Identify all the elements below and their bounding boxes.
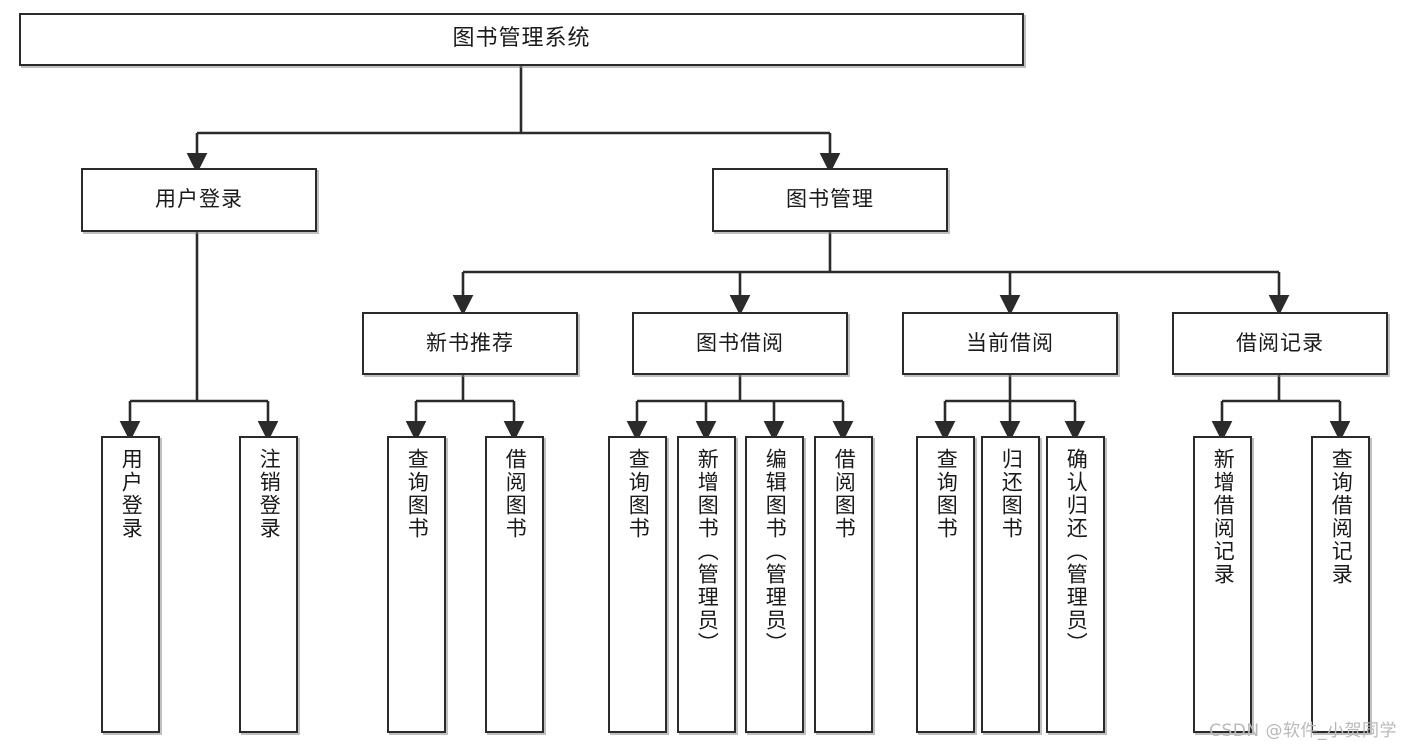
node-leaf-confirm-return[interactable]: 确认归还（管理员） bbox=[1046, 436, 1105, 733]
node-label: 编辑图书（管理员） bbox=[763, 448, 788, 655]
node-leaf-borrow-book-2[interactable]: 借阅图书 bbox=[814, 436, 873, 733]
node-leaf-query-book-2[interactable]: 查询图书 bbox=[608, 436, 667, 733]
node-book-borrow[interactable]: 图书借阅 bbox=[632, 312, 848, 375]
node-leaf-return-book[interactable]: 归还图书 bbox=[981, 436, 1040, 733]
node-leaf-add-borrow-record[interactable]: 新增借阅记录 bbox=[1193, 436, 1252, 733]
node-book-management[interactable]: 图书管理 bbox=[712, 168, 948, 232]
node-leaf-query-book-1[interactable]: 查询图书 bbox=[387, 436, 446, 733]
node-label: 用户登录 bbox=[119, 448, 144, 540]
node-leaf-logout[interactable]: 注销登录 bbox=[239, 436, 298, 733]
node-user-login[interactable]: 用户登录 bbox=[81, 168, 317, 232]
node-label: 新增图书（管理员） bbox=[695, 448, 720, 655]
node-label: 确认归还（管理员） bbox=[1064, 448, 1089, 655]
node-label: 查询图书 bbox=[405, 448, 430, 540]
node-label: 查询图书 bbox=[626, 448, 651, 540]
node-new-book-recommend[interactable]: 新书推荐 bbox=[362, 312, 578, 375]
node-leaf-query-borrow-record[interactable]: 查询借阅记录 bbox=[1311, 436, 1370, 733]
node-leaf-edit-book[interactable]: 编辑图书（管理员） bbox=[745, 436, 804, 733]
node-leaf-query-book-3[interactable]: 查询图书 bbox=[916, 436, 975, 733]
node-label: 查询图书 bbox=[934, 448, 959, 540]
node-label: 归还图书 bbox=[999, 448, 1024, 540]
node-label: 借阅图书 bbox=[503, 448, 528, 540]
node-borrow-record[interactable]: 借阅记录 bbox=[1172, 312, 1388, 375]
node-current-borrow[interactable]: 当前借阅 bbox=[902, 312, 1118, 375]
node-root-book-management-system[interactable]: 图书管理系统 bbox=[19, 13, 1024, 66]
node-label: 新书推荐 bbox=[426, 330, 514, 355]
node-label: 图书管理 bbox=[786, 187, 874, 212]
node-label: 借阅记录 bbox=[1236, 330, 1324, 355]
node-label: 图书管理系统 bbox=[452, 26, 591, 52]
node-label: 注销登录 bbox=[257, 448, 282, 540]
node-label: 用户登录 bbox=[155, 187, 243, 212]
node-leaf-add-book[interactable]: 新增图书（管理员） bbox=[677, 436, 736, 733]
node-label: 新增借阅记录 bbox=[1211, 448, 1236, 586]
node-label: 借阅图书 bbox=[832, 448, 857, 540]
node-label: 查询借阅记录 bbox=[1329, 448, 1354, 586]
node-label: 图书借阅 bbox=[696, 330, 784, 355]
node-leaf-borrow-book-1[interactable]: 借阅图书 bbox=[485, 436, 544, 733]
node-label: 当前借阅 bbox=[966, 330, 1054, 355]
node-leaf-user-login[interactable]: 用户登录 bbox=[101, 436, 160, 733]
